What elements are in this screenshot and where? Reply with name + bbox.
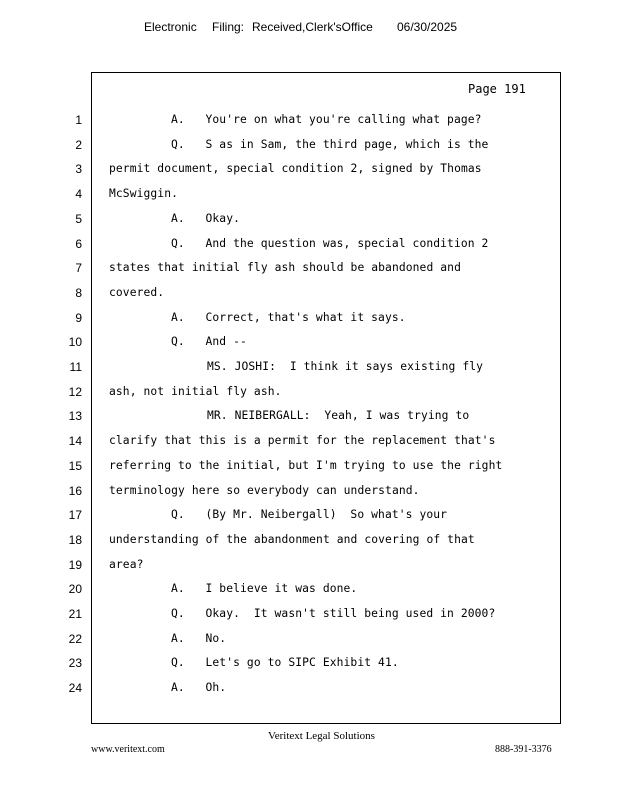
- transcript-line: MS. JOSHI: I think it says existing fly: [207, 360, 484, 373]
- transcript-line: A. Oh.: [171, 681, 227, 694]
- transcript-line: A. No.: [171, 632, 227, 645]
- transcript-line: Q. S as in Sam, the third page, which is…: [171, 138, 489, 151]
- transcript-line: A. Correct, that's what it says.: [171, 311, 406, 324]
- line-number: 7: [75, 261, 82, 275]
- line-number: 6: [75, 237, 82, 251]
- transcript-line: Q. And the question was, special conditi…: [171, 237, 489, 250]
- transcript-line: A. Okay.: [171, 212, 241, 225]
- transcript-line: clarify that this is a permit for the re…: [109, 434, 496, 447]
- line-number: 17: [68, 508, 82, 522]
- line-number: 15: [68, 459, 82, 473]
- header-date: 06/30/2025: [397, 20, 458, 34]
- page-number: Page 191: [468, 82, 526, 96]
- header-filing: Filing:: [212, 20, 245, 34]
- transcript-line: terminology here so everybody can unders…: [109, 484, 420, 497]
- transcript-page-frame: [91, 72, 561, 724]
- footer-company: Veritext Legal Solutions: [268, 730, 375, 742]
- transcript-line: Q. (By Mr. Neibergall) So what's your: [171, 508, 448, 521]
- transcript-line: McSwiggin.: [109, 187, 179, 200]
- line-number: 2: [75, 138, 82, 152]
- line-number: 24: [68, 681, 82, 695]
- line-number: 23: [68, 656, 82, 670]
- transcript-line: Q. Let's go to SIPC Exhibit 41.: [171, 656, 399, 669]
- line-number: 10: [68, 335, 82, 349]
- header-electronic: Electronic: [144, 20, 197, 34]
- line-number: 9: [75, 311, 82, 325]
- transcript-line: Q. And --: [171, 335, 247, 348]
- line-number: 20: [68, 582, 82, 596]
- line-number: 22: [68, 632, 82, 646]
- transcript-line: area?: [109, 558, 144, 571]
- transcript-line: A. You're on what you're calling what pa…: [171, 113, 482, 126]
- line-number: 5: [75, 212, 82, 226]
- footer-website: www.veritext.com: [91, 744, 165, 755]
- line-number: 16: [68, 484, 82, 498]
- line-number: 18: [68, 533, 82, 547]
- transcript-line: Q. Okay. It wasn't still being used in 2…: [171, 607, 496, 620]
- header-received: Received,Clerk'sOffice: [252, 20, 373, 34]
- line-number: 13: [68, 409, 82, 423]
- footer-phone: 888-391-3376: [495, 744, 552, 755]
- line-number: 1: [75, 113, 82, 127]
- line-number: 12: [68, 385, 82, 399]
- transcript-line: MR. NEIBERGALL: Yeah, I was trying to: [207, 409, 470, 422]
- transcript-line: referring to the initial, but I'm trying…: [109, 459, 503, 472]
- transcript-line: states that initial fly ash should be ab…: [109, 261, 461, 274]
- transcript-line: covered.: [109, 286, 165, 299]
- line-number: 4: [75, 187, 82, 201]
- transcript-line: ash, not initial fly ash.: [109, 385, 282, 398]
- transcript-line: understanding of the abandonment and cov…: [109, 533, 475, 546]
- transcript-line: A. I believe it was done.: [171, 582, 358, 595]
- electronic-filing-header: Electronic Filing: Received,Clerk'sOffic…: [0, 20, 618, 36]
- transcript-line: permit document, special condition 2, si…: [109, 162, 482, 175]
- line-number: 11: [69, 360, 82, 374]
- line-number: 14: [68, 434, 82, 448]
- line-number: 19: [68, 558, 82, 572]
- line-number: 8: [75, 286, 82, 300]
- line-number: 3: [75, 162, 82, 176]
- line-number: 21: [68, 607, 82, 621]
